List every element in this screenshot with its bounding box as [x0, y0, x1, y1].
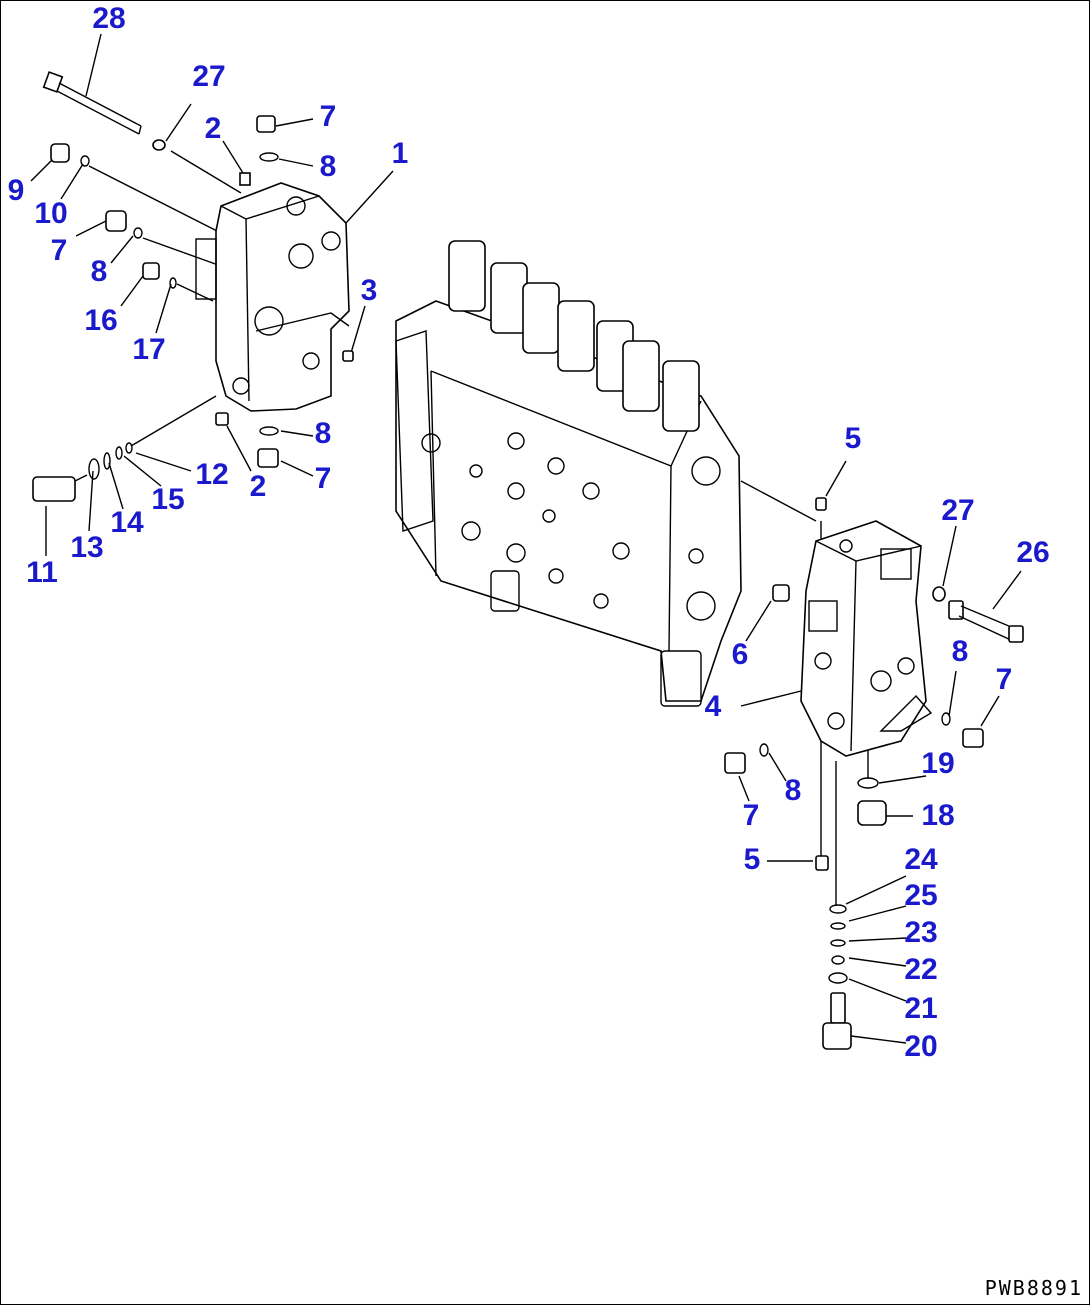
callout-15: 15: [151, 483, 185, 516]
callout-8: 8: [784, 774, 802, 807]
callout-26: 26: [1016, 536, 1050, 569]
small-parts-right-icon: [724, 497, 1024, 1050]
callout-24: 24: [904, 843, 938, 876]
callout-10: 10: [34, 197, 68, 230]
callout-3: 3: [360, 274, 378, 307]
callout-2: 2: [204, 112, 222, 145]
callout-7: 7: [319, 100, 337, 133]
callout-6: 6: [731, 638, 749, 671]
callout-19: 19: [921, 747, 955, 780]
callout-22: 22: [904, 953, 938, 986]
callout-9: 9: [7, 174, 25, 207]
callout-1: 1: [391, 137, 409, 170]
bolt-28-icon: [42, 71, 142, 135]
callout-14: 14: [110, 506, 144, 539]
callout-8: 8: [90, 255, 108, 288]
callout-27: 27: [941, 494, 975, 527]
valve-section-1-icon: [195, 182, 350, 412]
leader-lines: [30, 33, 1022, 1044]
callout-17: 17: [132, 333, 166, 366]
callout-13: 13: [70, 531, 104, 564]
callout-25: 25: [904, 879, 938, 912]
drawing-id: PWB8891: [984, 1276, 1083, 1300]
callout-28: 28: [92, 2, 126, 35]
callout-18: 18: [921, 799, 955, 832]
small-parts-left-icon: [32, 115, 354, 502]
main-valve-body-4-icon: [395, 240, 742, 707]
callout-4: 4: [704, 690, 722, 723]
callout-7: 7: [50, 234, 68, 267]
callout-8: 8: [314, 417, 332, 450]
callout-5: 5: [844, 422, 862, 455]
callout-8: 8: [319, 150, 337, 183]
callout-20: 20: [904, 1030, 938, 1063]
callout-7: 7: [995, 663, 1013, 696]
callout-5: 5: [743, 843, 761, 876]
callout-11: 11: [26, 556, 58, 589]
callout-27: 27: [192, 60, 226, 93]
callout-8: 8: [951, 635, 969, 668]
callout-21: 21: [904, 992, 938, 1025]
callout-2: 2: [249, 470, 267, 503]
callout-7: 7: [742, 799, 760, 832]
callout-16: 16: [84, 304, 118, 337]
callout-23: 23: [904, 916, 938, 949]
valve-section-right-icon: [800, 520, 933, 757]
callout-12: 12: [195, 458, 229, 491]
callout-7: 7: [314, 462, 332, 495]
